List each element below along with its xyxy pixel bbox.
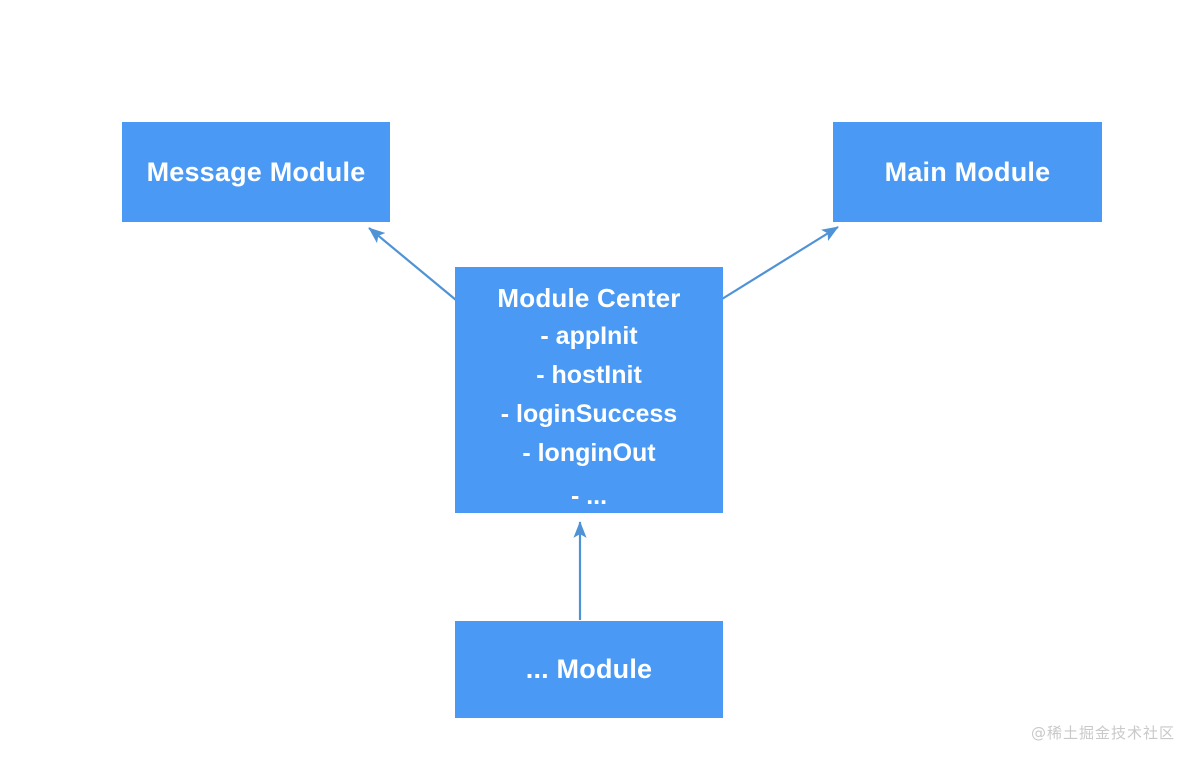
node-module-center-item-ellipsis: - ... <box>570 482 608 510</box>
edge-center-to-message <box>368 227 457 301</box>
node-message-module[interactable]: Message Module <box>122 122 390 222</box>
node-module-center-title: Module Center <box>497 283 681 313</box>
node-module-center[interactable]: Module Center - appInit - hostInit - log… <box>455 267 723 513</box>
node-other-module[interactable]: ... Module <box>455 621 723 718</box>
watermark-text: @稀土掘金技术社区 <box>1030 724 1175 742</box>
node-module-center-item-appinit: - appInit <box>540 322 638 350</box>
node-module-center-item-loginsuccess: - loginSuccess <box>500 400 678 428</box>
node-main-module[interactable]: Main Module <box>833 122 1102 222</box>
edge-center-to-main <box>721 226 839 300</box>
node-module-center-item-hostinit: - hostInit <box>536 361 642 389</box>
node-module-center-item-longinout: - longinOut <box>522 439 656 467</box>
node-message-module-title: Message Module <box>146 156 366 187</box>
node-other-module-title: ... Module <box>525 654 653 684</box>
node-main-module-title: Main Module <box>884 156 1051 187</box>
